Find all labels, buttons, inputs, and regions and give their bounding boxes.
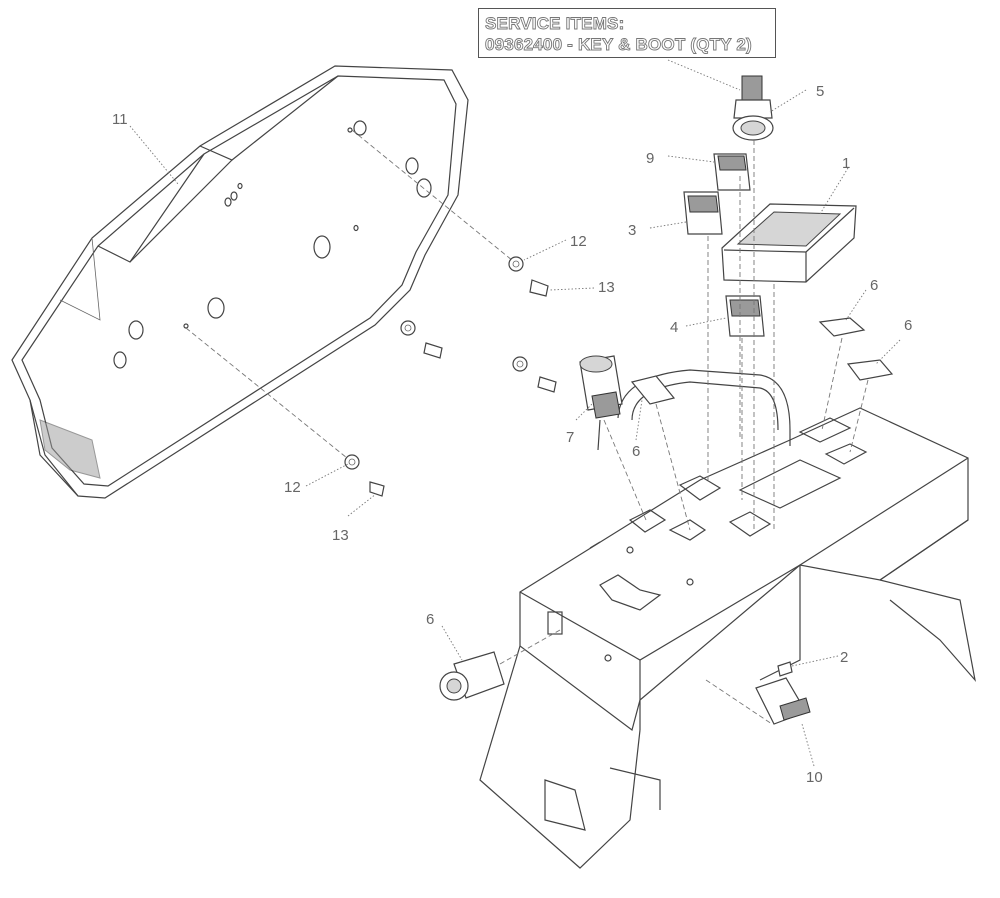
clip-2 <box>777 661 793 677</box>
display-module-1 <box>721 203 857 283</box>
assembly-line <box>351 129 519 266</box>
blank-plug-6-upper <box>818 317 866 337</box>
callout-10: 10 <box>806 769 823 786</box>
relay-10 <box>755 677 811 725</box>
blank-plug-6-mid <box>630 375 676 405</box>
rocker-switch-4 <box>725 295 765 337</box>
callout-13-lower: 13 <box>332 527 349 544</box>
callout-3: 3 <box>628 222 636 239</box>
blank-plug-6-lower <box>846 359 894 381</box>
switch-6-front <box>439 651 505 701</box>
nut-12-upper <box>508 256 524 272</box>
screw-13-lower <box>369 481 385 497</box>
screw-13-upper <box>529 279 549 297</box>
nut-right <box>512 356 557 393</box>
dash-panel-cover <box>11 65 469 499</box>
nut-12-lower <box>344 454 360 470</box>
callout-11: 11 <box>112 111 128 128</box>
callout-6-plug-upper: 6 <box>870 277 878 294</box>
callout-12-lower: 12 <box>284 479 301 496</box>
nut-mid <box>400 320 443 359</box>
service-items-note: SERVICE ITEMS: 09362400 - KEY & BOOT (QT… <box>478 8 776 58</box>
callout-2: 2 <box>840 649 848 666</box>
callout-4: 4 <box>670 319 678 336</box>
service-items-part: 09362400 - KEY & BOOT (QTY 2) <box>485 35 753 55</box>
console-frame <box>479 369 976 869</box>
assembly-line <box>185 327 353 463</box>
callout-leaders <box>129 59 901 767</box>
key-switch-5 <box>732 75 774 141</box>
callout-12-upper: 12 <box>570 233 587 250</box>
callout-13-upper: 13 <box>598 279 615 296</box>
service-items-title: SERVICE ITEMS: <box>485 14 625 34</box>
rocker-switch-3 <box>683 191 723 235</box>
callout-9: 9 <box>646 150 654 167</box>
assembly-lines <box>499 140 869 725</box>
switch-7 <box>579 355 623 419</box>
callout-5: 5 <box>816 83 824 100</box>
callout-1: 1 <box>842 155 850 172</box>
callout-6-plug-mid: 6 <box>632 443 640 460</box>
rocker-switch-9 <box>713 153 751 191</box>
callout-7: 7 <box>566 429 574 446</box>
callout-6-front-switch: 6 <box>426 611 434 628</box>
callout-6-plug-lower: 6 <box>904 317 912 334</box>
